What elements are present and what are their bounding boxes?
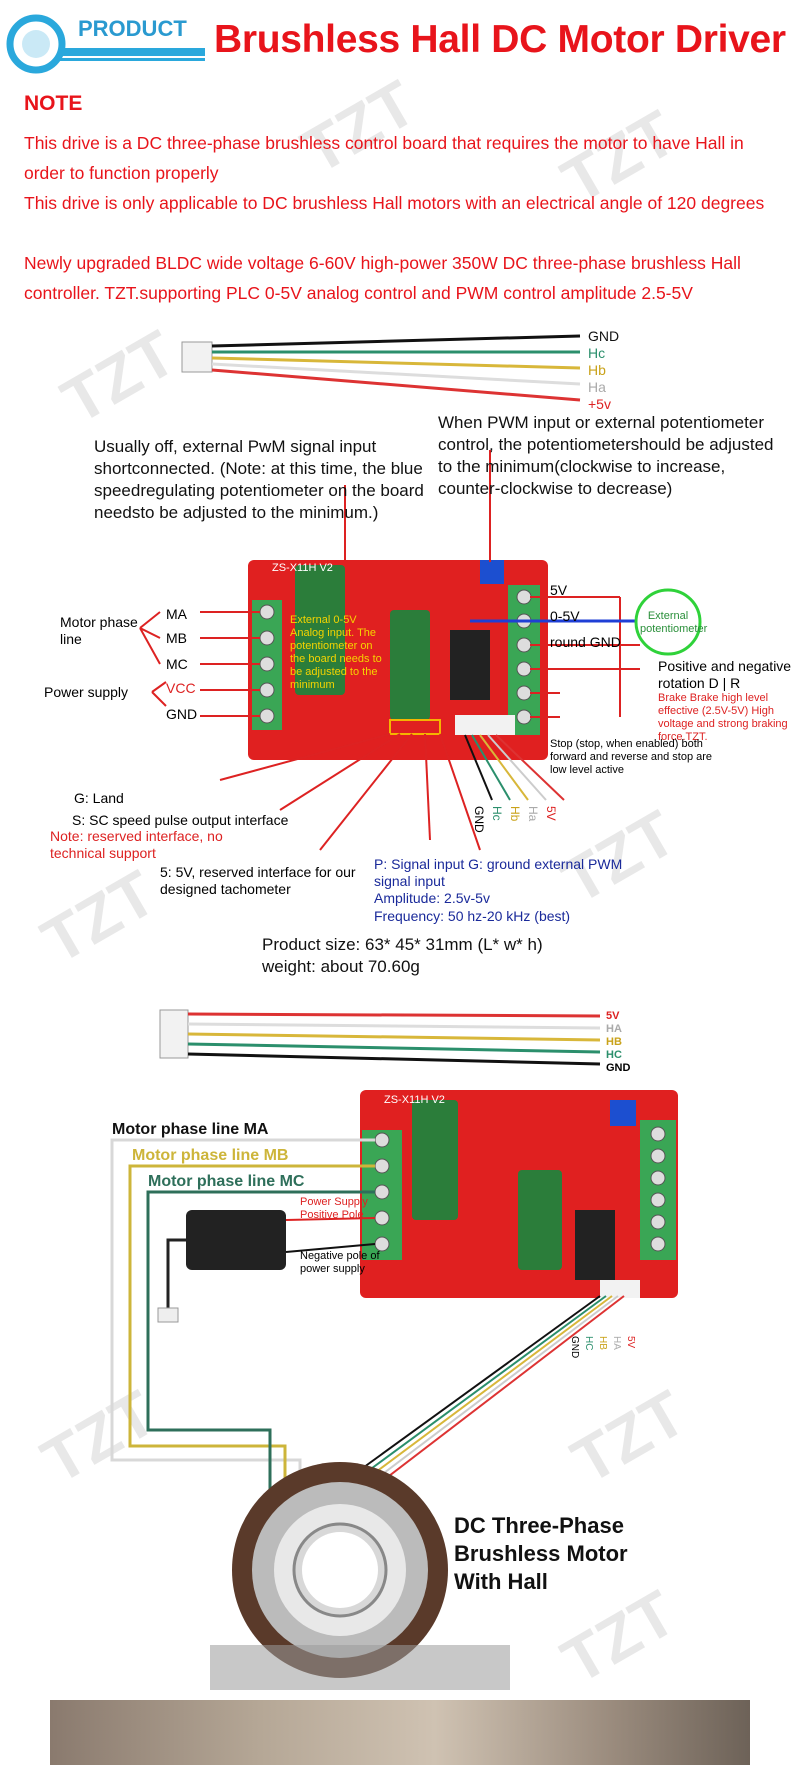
bottom-hall-5v: 5V xyxy=(544,806,558,821)
power-pin-gnd: GND xyxy=(166,706,198,722)
hall-wire-gnd: GND xyxy=(606,1062,631,1074)
reserved-note: Note: reserved interface, no technical s… xyxy=(50,828,223,861)
bottom-hall-gnd: GND xyxy=(472,806,486,833)
wiring-diagram-2 xyxy=(110,1009,678,1690)
motor-label: DC Three-Phase Brushless Motor With Hall xyxy=(454,1513,628,1594)
hall-wire-hc: HC xyxy=(606,1049,622,1061)
phase-line-ma: Motor phase line MA xyxy=(112,1121,269,1138)
pin-5v: 5V xyxy=(550,582,568,598)
pin-round-gnd: round GND xyxy=(550,634,621,650)
stop-note: Stop (stop, when enabled) both forward a… xyxy=(550,738,713,776)
potentiometer-note: When PWM input or external potentiometer… xyxy=(438,413,774,498)
phase-ma: MA xyxy=(166,606,187,622)
board-label-2: ZS-X11H V2 xyxy=(384,1094,445,1106)
pin-0-5v: 0-5V xyxy=(550,608,580,624)
hall-wire-hb: Hb xyxy=(588,362,606,378)
sc-pulse-label: S: SC speed pulse output interface xyxy=(72,812,289,828)
product-size: Product size: 63* 45* 31mm (L* w* h) xyxy=(262,935,543,954)
phase-line-mc: Motor phase line MC xyxy=(148,1173,305,1190)
hall-wire-list-2: 5V HA HB HC GND xyxy=(606,1010,630,1075)
pwm-frequency: Frequency: 50 hz-20 kHz (best) xyxy=(374,908,571,924)
hall-label-hb: HB xyxy=(597,1336,608,1350)
pwm-amplitude: Amplitude: 2.5v-5v xyxy=(374,890,490,906)
hall-wire-5v: 5V xyxy=(606,1010,620,1022)
pwm-note: Usually off, external PwM signal input s… xyxy=(94,437,424,522)
hall-label-5v: 5V xyxy=(625,1336,636,1349)
power-supply-label: Power supply xyxy=(44,684,129,700)
board-label: ZS-X11H V2 xyxy=(272,562,333,574)
hall-label-gnd: GND xyxy=(569,1336,580,1359)
hall-wire-hb: HB xyxy=(606,1036,622,1048)
note-line-3: Newly upgraded BLDC wide voltage 6-60V h… xyxy=(24,253,741,303)
external-potentiometer: External potentiometer xyxy=(640,610,708,635)
brake-note: Brake Brake high level effective (2.5V-5… xyxy=(658,692,788,743)
wiring-diagram-1 xyxy=(139,334,702,851)
tachometer-note: 5: 5V, reserved interface for our design… xyxy=(160,864,356,897)
product-logo: PRODUCT xyxy=(6,10,206,74)
product-photo xyxy=(50,1700,750,1765)
hall-wire-5v: +5v xyxy=(588,396,611,412)
power-negative-pole: Negative pole of power supply xyxy=(300,1250,380,1275)
page-title: Brushless Hall DC Motor Driver xyxy=(214,18,786,61)
note-line-1: This drive is a DC three-phase brushless… xyxy=(24,133,744,183)
bottom-hall-ha: Ha xyxy=(526,806,540,822)
bottom-hall-hc: Hc xyxy=(490,806,504,821)
hall-label-ha: HA xyxy=(611,1336,622,1350)
board-overlay-note: External 0-5V Analog input. The potentio… xyxy=(290,614,382,691)
hall-wire-ha: HA xyxy=(606,1023,622,1035)
hall-wire-hc: Hc xyxy=(588,345,606,361)
power-pin-vcc: VCC xyxy=(166,680,196,696)
power-positive-pole: Power Supply Positive Pole xyxy=(300,1196,368,1221)
bottom-hall-hb: Hb xyxy=(508,806,522,822)
g-land-label: G: Land xyxy=(74,790,124,806)
phase-line-mb: Motor phase line MB xyxy=(132,1147,289,1164)
phase-mc: MC xyxy=(166,656,188,672)
note-line-2: This drive is only applicable to DC brus… xyxy=(24,193,765,213)
hall-wire-gnd: GND xyxy=(588,328,620,344)
phase-mb: MB xyxy=(166,630,187,646)
hall-label-hc: HC xyxy=(583,1336,594,1351)
product-weight: weight: about 70.60g xyxy=(262,957,420,976)
rotation-note: Positive and negative rotation D | R xyxy=(658,658,792,691)
pwm-input-note: P: Signal input G: ground external PWM s… xyxy=(374,856,623,889)
hall-wire-ha: Ha xyxy=(588,379,606,395)
hall-wire-list-1: GND Hc Hb Ha +5v xyxy=(588,328,619,413)
note-heading: NOTE xyxy=(24,92,83,115)
motor-phase-label: Motor phase line xyxy=(60,614,138,647)
logo-text: PRODUCT xyxy=(78,16,187,41)
